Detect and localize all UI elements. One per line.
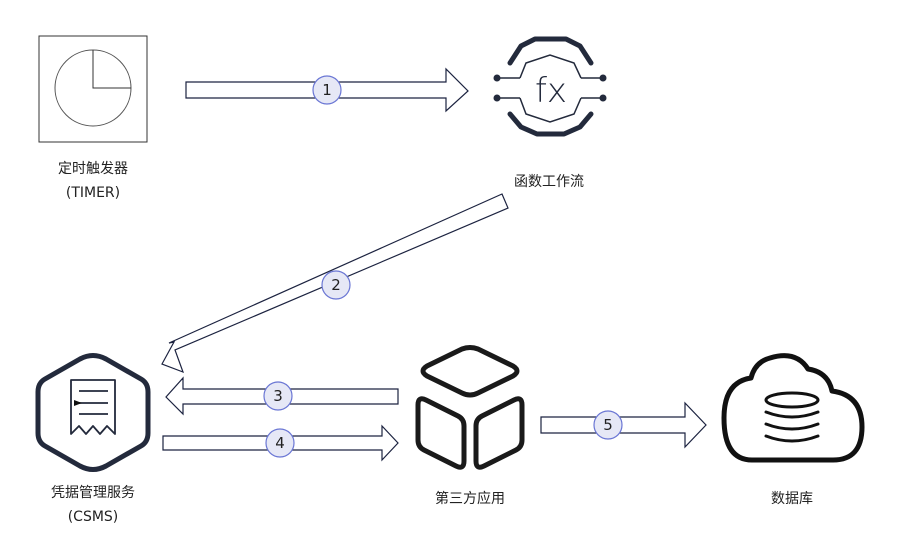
credential-document-icon xyxy=(35,353,151,472)
cube-icon xyxy=(415,345,525,470)
step-number-5: 5 xyxy=(603,416,613,434)
timer-label: 定时触发器 xyxy=(58,161,128,177)
database-node[interactable]: 数据库 xyxy=(721,353,865,507)
step-badge-5 xyxy=(593,410,623,440)
step-badge-1 xyxy=(312,75,342,105)
step-number-1: 1 xyxy=(322,81,332,99)
fx-function-icon: fx xyxy=(493,36,607,137)
timer-sublabel: (TIMER) xyxy=(66,185,120,201)
timer-node[interactable]: 定时触发器 (TIMER) xyxy=(38,35,148,201)
function-workflow-label: 函数工作流 xyxy=(514,174,584,190)
edge-3-arrow[interactable]: 3 xyxy=(165,376,399,416)
step-number-4: 4 xyxy=(275,434,285,452)
csms-label: 凭据管理服务 xyxy=(51,485,135,501)
step-number-2: 2 xyxy=(331,276,341,294)
step-number-3: 3 xyxy=(273,387,283,405)
step-badge-2 xyxy=(321,270,351,300)
csms-node[interactable]: 凭据管理服务 (CSMS) xyxy=(35,353,151,526)
clock-icon xyxy=(38,35,148,143)
function-workflow-node[interactable]: fx 函数工作流 xyxy=(493,36,607,190)
csms-sublabel: (CSMS) xyxy=(68,509,119,525)
step-badge-3 xyxy=(263,381,293,411)
database-label: 数据库 xyxy=(771,491,813,507)
svg-text:fx: fx xyxy=(535,71,567,111)
third-party-app-label: 第三方应用 xyxy=(435,490,505,507)
step-badge-4 xyxy=(265,428,295,458)
edge-5-arrow[interactable]: 5 xyxy=(540,401,707,449)
edge-2-arrow[interactable]: 2 xyxy=(161,193,509,374)
third-party-app-node[interactable]: 第三方应用 xyxy=(415,345,525,508)
edge-4-arrow[interactable]: 4 xyxy=(162,424,399,462)
cloud-database-icon xyxy=(721,353,865,463)
edge-1-arrow[interactable]: 1 xyxy=(185,67,469,113)
